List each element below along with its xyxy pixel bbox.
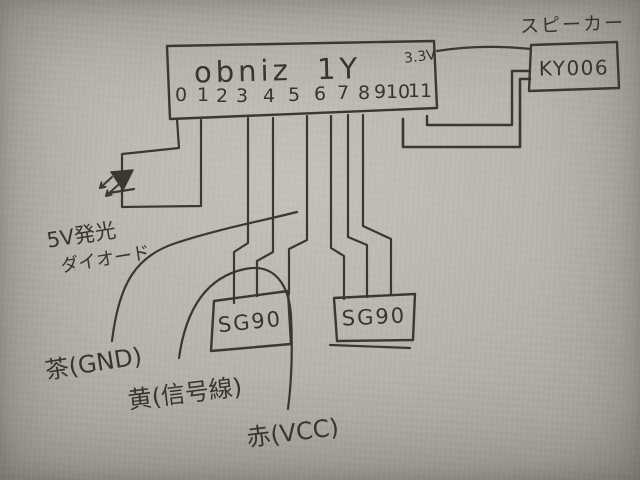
legend-brown-gnd: 茶(GND) bbox=[43, 342, 144, 385]
servo1: SG90 bbox=[209, 289, 293, 353]
servo2-outline bbox=[332, 292, 417, 343]
wire-color-legend: 茶(GND) 黄(信号線) 赤(VCC) bbox=[43, 210, 340, 452]
speaker-caption: スピーカー bbox=[520, 12, 626, 38]
led-caption-line1: 5V発光 bbox=[45, 218, 118, 253]
pin-label-3: 3 bbox=[236, 85, 248, 107]
wire-speaker-outer bbox=[401, 77, 532, 149]
wire-servo1-yellow bbox=[255, 116, 275, 298]
speaker-module-label: KY006 bbox=[539, 55, 610, 80]
speaker-module-outline bbox=[527, 40, 621, 93]
pin-label-11: 11 bbox=[408, 80, 432, 102]
wire-led-loop bbox=[120, 117, 203, 209]
servo1-label: SG90 bbox=[217, 307, 283, 338]
pin-label-5: 5 bbox=[288, 84, 300, 106]
servo2-underline bbox=[328, 343, 412, 350]
callout-curve-signal-vcc bbox=[177, 266, 293, 411]
pin-label-10: 10 bbox=[386, 81, 410, 103]
led-circuit: 5V発光 ダイオード bbox=[45, 117, 203, 277]
legend-yellow-signal: 黄(信号線) bbox=[126, 373, 243, 415]
wire-servo1-red bbox=[287, 114, 309, 296]
pin-label-9: 9 bbox=[374, 81, 386, 103]
servo2: SG90 bbox=[328, 292, 417, 350]
pin-label-1: 1 bbox=[197, 84, 209, 106]
wire-servo2-brown bbox=[329, 114, 346, 301]
obniz-board-outline bbox=[165, 39, 439, 121]
pin-label-8: 8 bbox=[358, 82, 370, 104]
legend-red-vcc: 赤(VCC) bbox=[245, 413, 340, 452]
board-pin-numbers: 0 1 2 3 4 5 6 7 8 9 10 11 bbox=[175, 80, 432, 107]
servo2-label: SG90 bbox=[341, 303, 406, 330]
wire-servo1-brown bbox=[232, 116, 250, 305]
board-voltage-label: 3.3V bbox=[403, 47, 437, 67]
pin-label-2: 2 bbox=[216, 85, 228, 107]
speaker-circuit: KY006 スピーカー bbox=[401, 12, 626, 149]
wire-servo2-red bbox=[361, 113, 393, 297]
pin-label-0: 0 bbox=[175, 84, 187, 106]
led-icon bbox=[99, 169, 136, 197]
pin-label-4: 4 bbox=[263, 85, 275, 107]
servo-wires bbox=[232, 113, 393, 305]
wire-servo2-yellow bbox=[346, 113, 369, 299]
board-title: obniz 1Y bbox=[194, 51, 362, 89]
callout-curve-gnd bbox=[110, 210, 299, 343]
pin-label-6: 6 bbox=[314, 83, 326, 105]
wire-speaker-inner bbox=[425, 69, 532, 127]
pin-label-7: 7 bbox=[337, 82, 349, 104]
obniz-board: obniz 1Y 3.3V 0 1 2 3 4 5 6 7 8 9 10 11 bbox=[165, 39, 439, 121]
wire-speaker-vcc bbox=[435, 45, 533, 53]
